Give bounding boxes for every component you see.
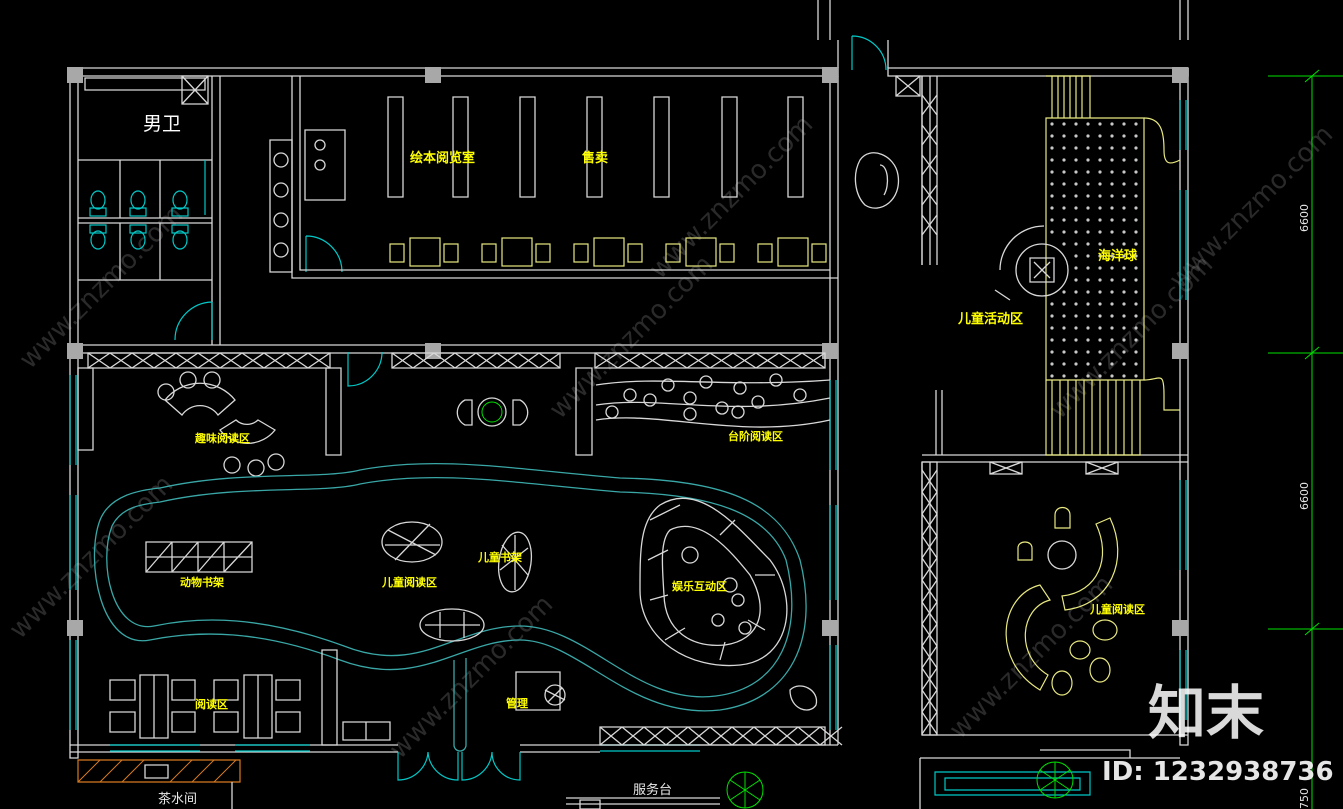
management-desk: 管理 [506, 671, 566, 711]
round-table-set [456, 397, 529, 427]
kids-reading-right: 儿童阅读区 [921, 461, 1145, 736]
watermark-text: www.znzmo.com [384, 590, 559, 765]
brand-logo-text: 知末 [1148, 679, 1264, 747]
dimension-label: 750 [1298, 788, 1311, 809]
image-id-text: ID: 1232938736 [1102, 757, 1334, 787]
label-step-reading: 台阶阅读区 [728, 429, 783, 443]
label-reading-area: 阅读区 [195, 697, 228, 711]
dimension-line: 6600 6600 750 [1268, 69, 1343, 809]
fun-reading-area: 趣味阅读区 [157, 371, 285, 477]
label-tea-room: 茶水间 [158, 791, 197, 807]
windows [69, 100, 1187, 752]
watermark-text: www.znzmo.com [14, 200, 189, 375]
watermark-text: www.znzmo.com [1164, 120, 1339, 295]
label-fun-reading: 趣味阅读区 [194, 431, 250, 445]
ball-pool-dots [1045, 75, 1181, 456]
mens-toilet-room: 男卫 [78, 75, 212, 281]
kids-shelf: 儿童书架 [477, 531, 533, 593]
label-retail: 售卖 [582, 150, 608, 166]
bottom-strip: 茶水间 服务台 [77, 749, 1180, 809]
label-service-desk: 服务台 [633, 782, 672, 798]
bottom-shelf-band [599, 726, 843, 746]
brand-watermark: 知末 ID: 1232938736 [1102, 679, 1334, 787]
shelf-band [77, 352, 826, 456]
ball-pool-area: 海洋球 儿童活动区 [957, 75, 1181, 456]
label-management: 管理 [506, 696, 528, 710]
label-kids-reading-center: 儿童阅读区 [381, 575, 437, 589]
label-animal-shelf: 动物书架 [180, 575, 224, 589]
wall-shelves [854, 75, 938, 265]
structural-columns [67, 67, 1188, 636]
label-ball-pool: 海洋球 [1098, 248, 1138, 264]
step-reading-area: 台阶阅读区 [595, 373, 831, 443]
label-kids-activity: 儿童活动区 [957, 311, 1023, 327]
label-mens-toilet: 男卫 [143, 113, 181, 135]
watermark-text: www.znzmo.com [544, 250, 719, 425]
outer-walls [69, 0, 1189, 759]
kids-reading-center: 儿童阅读区 [381, 521, 485, 642]
dimension-label: 6600 [1298, 204, 1311, 232]
reading-area: 阅读区 [109, 649, 391, 746]
label-picture-book-room: 绘本阅览室 [410, 150, 475, 166]
animal-shelf: 动物书架 [145, 541, 253, 589]
picture-book-room: 绘本阅览室 售卖 [269, 76, 838, 279]
label-kids-reading-right: 儿童阅读区 [1089, 602, 1145, 616]
doors [174, 35, 887, 781]
play-interactive-area: 娱乐互动区 [639, 497, 818, 711]
label-kids-shelf: 儿童书架 [477, 550, 522, 564]
dimension-label: 6600 [1298, 482, 1311, 510]
play-track [93, 462, 807, 752]
label-play-interactive: 娱乐互动区 [672, 579, 727, 593]
